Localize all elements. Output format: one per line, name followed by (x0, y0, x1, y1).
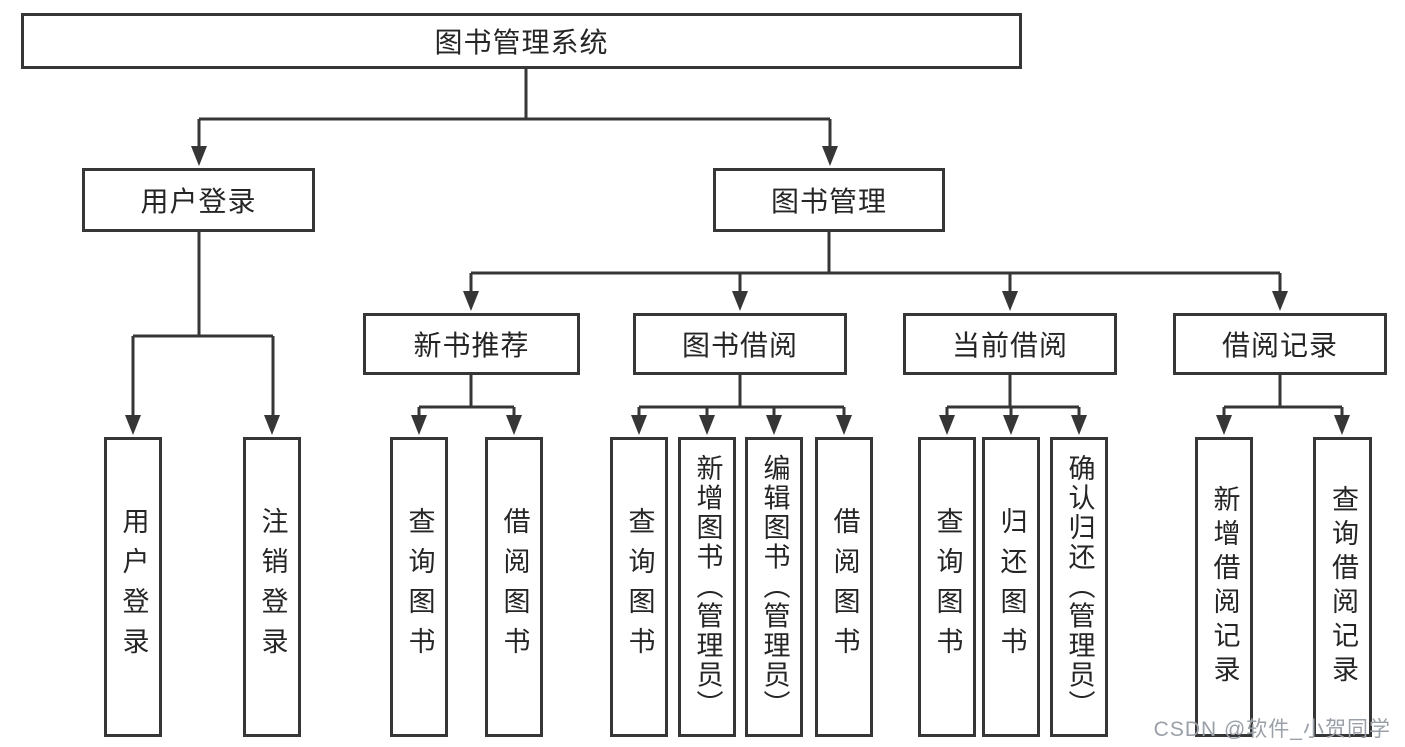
node-book-borrow-label: 图书借阅 (681, 330, 798, 361)
node-book-borrow: 图书借阅 (633, 313, 847, 375)
node-borrow-records-label: 借阅记录 (1221, 330, 1338, 361)
leaf-edit-book-admin-label: 编辑图书（管理员） (759, 454, 790, 720)
node-root: 图书管理系统 (21, 13, 1022, 69)
leaf-confirm-return-admin: 确认归还（管理员） (1050, 437, 1108, 737)
leaf-add-borrow-record-label: 新增借阅记录 (1209, 485, 1240, 689)
leaf-confirm-return-admin-label: 确认归还（管理员） (1064, 454, 1095, 720)
leaf-add-book-admin-label: 新增图书（管理员） (692, 454, 723, 720)
leaf-user-login: 用户登录 (104, 437, 162, 737)
connector-lines (131, 69, 1344, 419)
node-new-book-recommend-label: 新书推荐 (413, 330, 530, 361)
node-current-borrow: 当前借阅 (903, 313, 1117, 375)
node-book-management-label: 图书管理 (770, 186, 887, 217)
leaf-return-books-label: 归还图书 (996, 507, 1027, 667)
node-borrow-records: 借阅记录 (1173, 313, 1387, 375)
leaf-borrow-books-2: 借阅图书 (815, 437, 873, 737)
leaf-query-books-2-label: 查询图书 (624, 507, 655, 667)
leaf-query-books-1: 查询图书 (390, 437, 448, 737)
watermark-text: CSDN @软件_小贺同学 (1153, 718, 1391, 741)
leaf-borrow-books-1-label: 借阅图书 (499, 507, 530, 667)
node-current-borrow-label: 当前借阅 (951, 330, 1068, 361)
leaf-query-books-3: 查询图书 (918, 437, 976, 737)
leaf-add-book-admin: 新增图书（管理员） (678, 437, 736, 737)
leaf-edit-book-admin: 编辑图书（管理员） (745, 437, 803, 737)
node-user-login: 用户登录 (82, 168, 315, 232)
leaf-query-borrow-record: 查询借阅记录 (1313, 437, 1372, 737)
node-book-management: 图书管理 (713, 168, 945, 232)
node-root-label: 图书管理系统 (434, 27, 609, 58)
leaf-query-books-2: 查询图书 (610, 437, 668, 737)
leaf-borrow-books-1: 借阅图书 (485, 437, 543, 737)
leaf-query-borrow-record-label: 查询借阅记录 (1328, 485, 1358, 689)
leaf-return-books: 归还图书 (982, 437, 1040, 737)
node-user-login-label: 用户登录 (140, 186, 257, 217)
leaf-query-books-1-label: 查询图书 (404, 507, 435, 667)
leaf-add-borrow-record: 新增借阅记录 (1195, 437, 1253, 737)
leaf-logout-label: 注销登录 (257, 507, 288, 667)
leaf-user-login-label: 用户登录 (118, 507, 149, 667)
node-new-book-recommend: 新书推荐 (363, 313, 580, 375)
leaf-logout: 注销登录 (243, 437, 301, 737)
leaf-borrow-books-2-label: 借阅图书 (829, 507, 860, 667)
leaf-query-books-3-label: 查询图书 (932, 507, 963, 667)
